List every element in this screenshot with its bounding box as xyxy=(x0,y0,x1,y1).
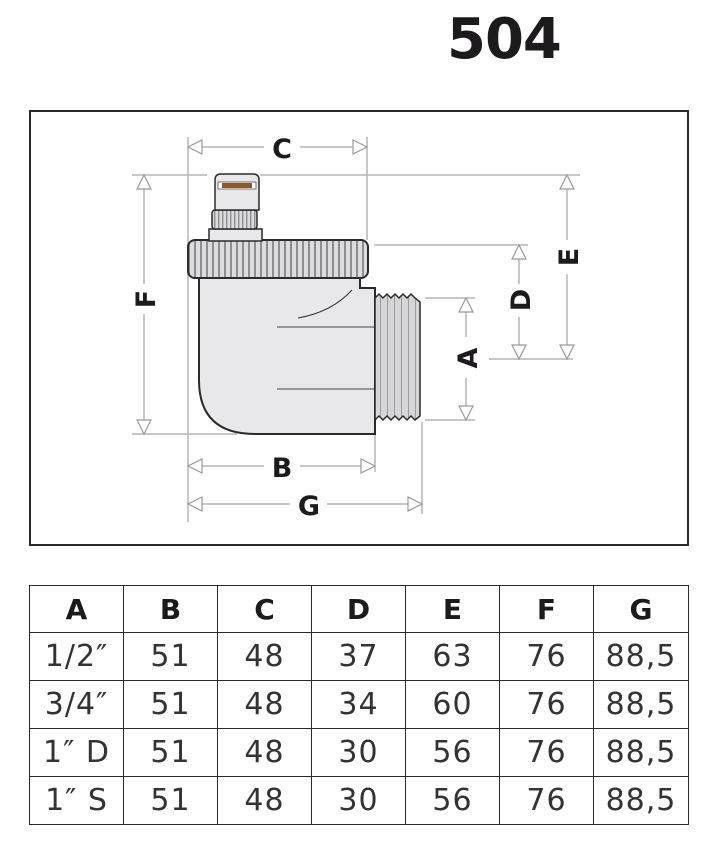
dimension-diagram: C B G F A D E xyxy=(29,110,689,546)
cell-a: 1/2″ xyxy=(29,632,124,681)
cell-c: 48 xyxy=(217,632,312,681)
header-a: A xyxy=(29,585,124,633)
cell-d: 34 xyxy=(311,680,406,729)
header-f: F xyxy=(499,585,594,633)
cell-g: 88,5 xyxy=(593,632,689,681)
header-g: G xyxy=(593,585,689,633)
valve-body xyxy=(187,173,421,435)
cell-g: 88,5 xyxy=(593,680,689,729)
cell-c: 48 xyxy=(217,680,312,729)
table-header-row: A B C D E F G xyxy=(29,585,689,633)
dimension-lines xyxy=(132,137,580,522)
cell-b: 51 xyxy=(123,776,218,825)
dim-label-f: F xyxy=(131,290,162,308)
cell-f: 76 xyxy=(499,632,594,681)
dimensions-table: A B C D E F G 1/2″ 51 48 37 63 76 88,5 3… xyxy=(29,585,689,825)
table-row: 1″ S 51 48 30 56 76 88,5 xyxy=(29,776,689,825)
cell-d: 30 xyxy=(311,728,406,777)
cell-e: 56 xyxy=(405,776,500,825)
dim-label-c: C xyxy=(272,134,292,165)
header-e: E xyxy=(405,585,500,633)
product-code-title: 504 xyxy=(447,7,562,72)
arrowheads xyxy=(136,139,575,512)
cell-e: 56 xyxy=(405,728,500,777)
cell-e: 63 xyxy=(405,632,500,681)
dim-label-a: A xyxy=(453,347,484,368)
valve-drawing: C B G F A D E xyxy=(131,134,585,522)
table-row: 3/4″ 51 48 34 60 76 88,5 xyxy=(29,680,689,729)
cell-c: 48 xyxy=(217,728,312,777)
dim-label-d: D xyxy=(506,289,537,311)
header-d: D xyxy=(311,585,406,633)
table-row: 1/2″ 51 48 37 63 76 88,5 xyxy=(29,632,689,681)
header-c: C xyxy=(217,585,312,633)
cell-e: 60 xyxy=(405,680,500,729)
cell-c: 48 xyxy=(217,776,312,825)
cell-f: 76 xyxy=(499,776,594,825)
table-row: 1″ D 51 48 30 56 76 88,5 xyxy=(29,728,689,777)
cell-a: 1″ S xyxy=(29,776,124,825)
dim-label-b: B xyxy=(272,453,293,484)
cell-b: 51 xyxy=(123,680,218,729)
cell-g: 88,5 xyxy=(593,728,689,777)
cell-a: 1″ D xyxy=(29,728,124,777)
cell-f: 76 xyxy=(499,680,594,729)
cell-a: 3/4″ xyxy=(29,680,124,729)
cell-b: 51 xyxy=(123,632,218,681)
cell-d: 37 xyxy=(311,632,406,681)
cell-b: 51 xyxy=(123,728,218,777)
cell-f: 76 xyxy=(499,728,594,777)
dim-label-g: G xyxy=(298,491,320,522)
dim-label-e: E xyxy=(554,248,585,266)
cell-d: 30 xyxy=(311,776,406,825)
cell-g: 88,5 xyxy=(593,776,689,825)
header-b: B xyxy=(123,585,218,633)
